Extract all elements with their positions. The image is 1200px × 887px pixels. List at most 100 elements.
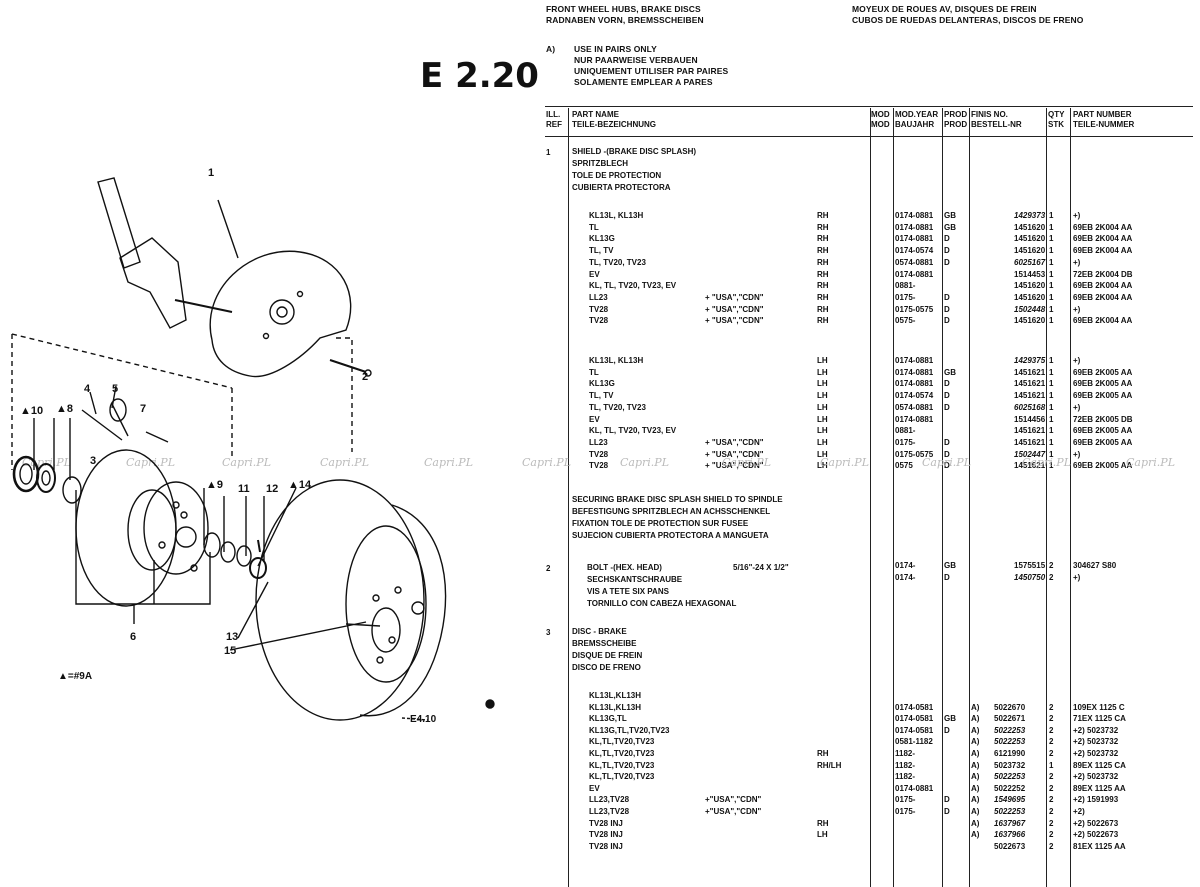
cell-qty: 2 xyxy=(1049,830,1054,840)
cell-qty: 2 xyxy=(1049,795,1054,805)
cell-qty: 1 xyxy=(1049,304,1054,314)
cell-opt: +"USA","CDN" xyxy=(705,807,762,816)
cell-finis: 1429375 xyxy=(1014,356,1046,365)
cell-qty: 1 xyxy=(1049,269,1054,279)
callout-1: 1 xyxy=(208,167,214,179)
cell-side: RH xyxy=(817,234,829,244)
cell-pn: 89EX 1125 AA xyxy=(1073,783,1126,793)
col-divider xyxy=(870,108,871,887)
cell-pn: 69EB 2K005 AA xyxy=(1073,426,1133,436)
cell-a: A) xyxy=(971,818,980,828)
cell-finis: 6121990 xyxy=(994,749,1026,758)
cell-finis: 6025167 xyxy=(1014,257,1046,267)
cell-finis: 1502447 xyxy=(1014,449,1046,459)
col-divider xyxy=(969,108,970,887)
cell-opt: + "USA","CDN" xyxy=(705,304,764,314)
cell-model: KL13L,KL13H xyxy=(589,702,642,712)
callout-14: ▲14 xyxy=(288,479,312,491)
cell-prod: D xyxy=(944,437,950,447)
cell-side: RH/LH xyxy=(817,760,842,770)
cell-year: 0575 xyxy=(895,461,913,471)
cell-side: RH xyxy=(817,818,829,828)
cell-year: 0174-0581 xyxy=(895,702,934,712)
col-header-ill: ILL.REF xyxy=(546,110,562,129)
cell-qty: 2 xyxy=(1049,749,1054,758)
cell-finis: 1451621 xyxy=(1014,437,1046,447)
cell-prod: GB xyxy=(944,222,956,232)
cell-qty: 1 xyxy=(1049,391,1054,401)
cell-year: 0174-0881 xyxy=(895,234,934,244)
callout-15: 15 xyxy=(224,645,236,657)
cell-side: LH xyxy=(817,414,828,424)
header-left: FRONT WHEEL HUBS, BRAKE DISCS RADNABEN V… xyxy=(546,4,704,26)
header-left-line: FRONT WHEEL HUBS, BRAKE DISCS xyxy=(546,4,701,14)
cell-opt: + "USA","CDN" xyxy=(705,316,764,326)
cell-finis: 1502448 xyxy=(1014,304,1046,314)
cell-prod: GB xyxy=(944,211,956,220)
cell-prod: D xyxy=(944,316,950,326)
bolt-spec: 5/16"-24 X 1/2" xyxy=(733,563,789,572)
cell-side: RH xyxy=(817,211,829,220)
cell-year: 0881- xyxy=(895,281,916,291)
cell-opt: + "USA","CDN" xyxy=(705,437,764,447)
cell-year: 1182- xyxy=(895,749,916,758)
cell-model: KL,TL,TV20,TV23 xyxy=(589,737,655,747)
cell-qty: 1 xyxy=(1049,379,1054,389)
cell-pn: +) xyxy=(1073,356,1081,365)
cell-pn: 69EB 2K004 AA xyxy=(1073,316,1133,326)
cell-prod: D xyxy=(944,257,950,267)
section-ref: 2 xyxy=(546,564,551,573)
cell-year: 0174-0581 xyxy=(895,714,934,724)
cell-side: LH xyxy=(817,391,828,401)
cell-model: TL xyxy=(589,367,599,377)
cell-model: TV28 INJ xyxy=(589,818,623,828)
cell-finis: 1637966 xyxy=(994,830,1026,840)
cell-model: TL, TV20, TV23 xyxy=(589,257,646,267)
cell-year: 0174-0881 xyxy=(895,356,934,365)
cell-year: 0175- xyxy=(895,807,916,816)
cell-qty: 1 xyxy=(1049,461,1054,471)
cell-pn: 69EB 2K005 AA xyxy=(1073,461,1133,471)
cell-finis: 1451620 xyxy=(1014,292,1046,302)
cell-year: 0175- xyxy=(895,437,916,447)
cell-prod: D xyxy=(944,725,950,735)
cell-prod: D xyxy=(944,461,950,471)
cell-model: TV28 INJ xyxy=(589,830,623,840)
cell-qty: 1 xyxy=(1049,356,1054,365)
cell-year: 0174-0881 xyxy=(895,367,934,377)
cell-model: TL, TV xyxy=(589,246,614,256)
cell-a: A) xyxy=(971,725,980,735)
cell-pn: 89EX 1125 CA xyxy=(1073,760,1126,770)
cell-qty: 2 xyxy=(1049,737,1054,747)
cell-pn: +) xyxy=(1073,573,1081,582)
cell-qty: 2 xyxy=(1049,702,1054,712)
callout-7: 7 xyxy=(140,403,146,415)
cell-pn: 109EX 1125 C xyxy=(1073,702,1125,712)
cell-finis: 1451620 xyxy=(1014,222,1046,232)
cell-model: KL13G,TL xyxy=(589,714,627,724)
cell-model: KL,TL,TV20,TV23 xyxy=(589,760,655,770)
cell-year: 0174-0574 xyxy=(895,391,934,401)
cell-finis: 1451621 xyxy=(1014,379,1046,389)
watermark: Capri.PL xyxy=(522,456,571,469)
col-divider xyxy=(1046,108,1047,887)
cell-qty: 1 xyxy=(1049,211,1054,220)
cell-year: 0574-0881 xyxy=(895,257,934,267)
cell-side: LH xyxy=(817,367,828,377)
cell-qty: 2 xyxy=(1049,807,1054,816)
cell-model: EV xyxy=(589,783,600,793)
section-ref: 3 xyxy=(546,628,551,637)
